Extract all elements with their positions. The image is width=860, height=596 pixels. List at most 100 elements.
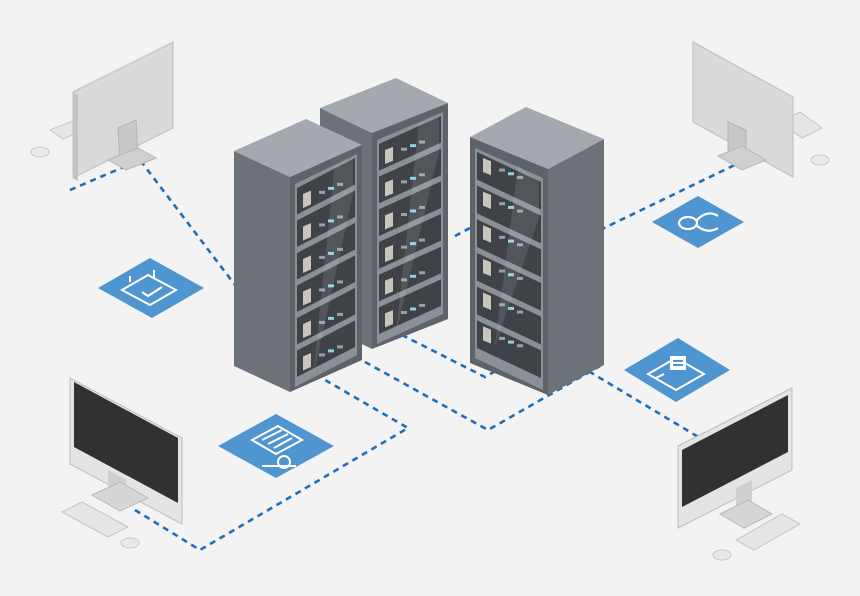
status-light	[401, 245, 407, 249]
unit-panel	[483, 191, 491, 209]
status-light	[337, 312, 343, 316]
server-unit	[477, 253, 541, 311]
status-light	[499, 303, 505, 307]
status-light	[328, 316, 334, 320]
status-light	[419, 303, 425, 307]
unit-panel	[303, 255, 311, 273]
rack-glass-reflection	[396, 116, 439, 334]
status-light	[419, 238, 425, 242]
status-light	[319, 223, 325, 227]
status-light	[337, 182, 343, 186]
keyboard	[60, 501, 130, 538]
status-light	[517, 310, 523, 314]
rack-top-face	[320, 78, 448, 133]
status-light	[410, 307, 416, 311]
unit-panel	[385, 310, 393, 328]
server-unit	[477, 219, 541, 277]
status-light	[328, 251, 334, 255]
status-light	[508, 273, 514, 277]
unit-panel	[385, 277, 393, 295]
server-unit	[379, 148, 441, 204]
server-rack-right	[470, 107, 604, 395]
status-light	[419, 173, 425, 177]
status-light	[517, 243, 523, 247]
checklist-badge	[98, 258, 204, 318]
connection-bottom-right	[569, 358, 701, 440]
document-badge	[218, 414, 334, 478]
status-light	[517, 209, 523, 213]
status-light	[508, 239, 514, 243]
status-light	[337, 215, 343, 219]
connection-bottom-left	[134, 378, 411, 552]
server-unit	[379, 279, 441, 334]
workstation-top-right	[692, 41, 830, 178]
connection-top-left	[69, 158, 237, 286]
unit-panel	[483, 292, 491, 310]
unit-panel	[303, 320, 311, 338]
status-light	[419, 271, 425, 275]
server-unit	[477, 185, 541, 244]
status-light	[337, 280, 343, 284]
rack-top-face	[234, 119, 362, 177]
server-unit	[379, 214, 441, 269]
unit-panel	[303, 287, 311, 306]
server-rack-left	[234, 119, 362, 392]
server-unit	[297, 223, 355, 280]
server-unit	[379, 246, 441, 302]
status-light	[328, 349, 334, 353]
server-unit	[297, 255, 355, 312]
monitor-screen	[682, 395, 788, 507]
status-light	[508, 340, 514, 344]
unit-panel	[385, 179, 393, 197]
mouse	[30, 146, 50, 158]
monitor-edge	[73, 92, 78, 181]
status-light	[401, 213, 407, 217]
connection-middle-right	[391, 328, 521, 379]
status-light	[508, 172, 514, 176]
document-icon	[249, 424, 305, 469]
unit-panel	[385, 146, 393, 164]
server-unit	[477, 152, 541, 210]
server-unit	[297, 288, 355, 345]
unit-panel	[483, 225, 491, 243]
status-light	[337, 247, 343, 251]
server-unit	[477, 320, 541, 378]
status-light	[499, 168, 505, 172]
status-light	[508, 205, 514, 209]
status-light	[499, 235, 505, 239]
unit-panel	[483, 259, 491, 277]
status-light	[401, 278, 407, 282]
status-light	[401, 147, 407, 151]
rack-side-face	[234, 151, 290, 392]
unit-panel	[483, 158, 491, 176]
server-unit	[477, 286, 541, 345]
server-unit	[297, 320, 355, 377]
unit-panel	[303, 222, 311, 241]
status-light	[508, 306, 514, 310]
status-light	[328, 219, 334, 223]
connection-center	[364, 360, 601, 432]
rack-side-face	[548, 139, 604, 395]
unit-panel	[303, 190, 311, 208]
status-light	[410, 209, 416, 213]
monitor-back	[692, 41, 794, 178]
status-light	[319, 190, 325, 194]
status-light	[401, 180, 407, 184]
server-racks	[234, 78, 604, 395]
status-light	[419, 205, 425, 209]
monitor-base	[716, 145, 768, 171]
status-light	[328, 284, 334, 288]
rack-glass-reflection	[494, 165, 539, 348]
status-light	[410, 176, 416, 180]
rack-glass-reflection	[313, 158, 353, 377]
status-light	[410, 242, 416, 246]
status-light	[517, 175, 523, 179]
monitor-base	[106, 147, 158, 171]
monitor-base	[718, 499, 774, 529]
status-light	[499, 336, 505, 340]
infinity-badge	[652, 196, 744, 248]
monitor-screen	[74, 382, 178, 503]
status-light	[499, 269, 505, 273]
status-light	[410, 274, 416, 278]
